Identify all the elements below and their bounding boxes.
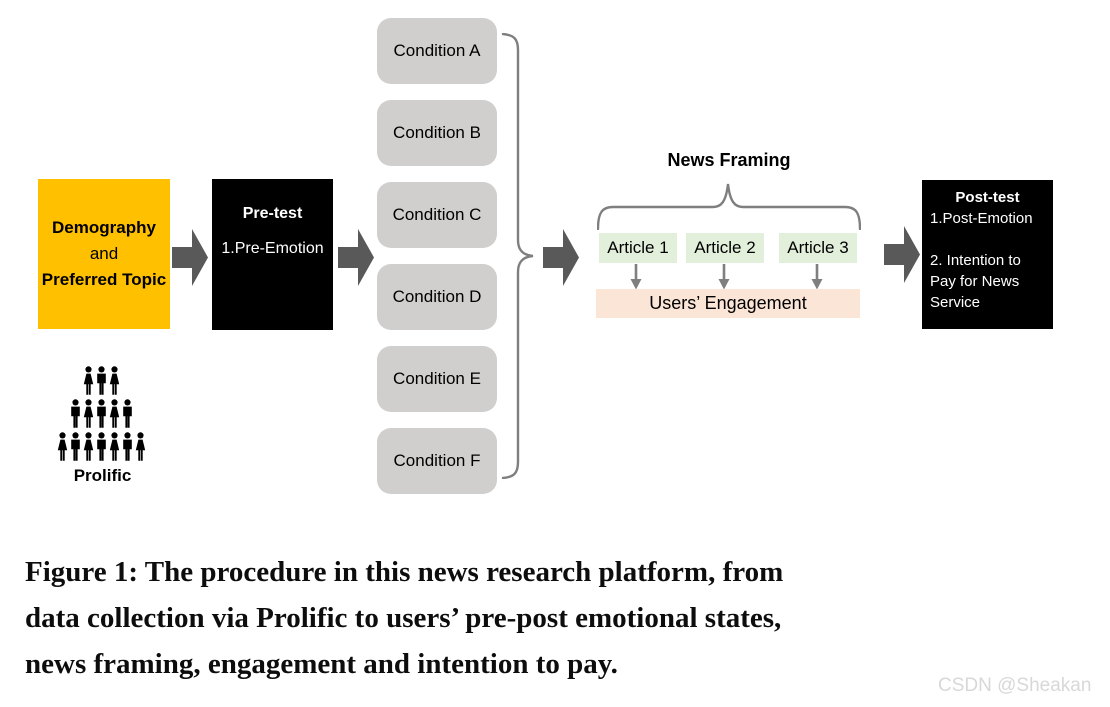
caption-line-2: data collection via Prolific to users’ p…: [25, 602, 782, 634]
article-3-label: Article 3: [787, 238, 849, 257]
users-engagement-label: Users’ Engagement: [649, 293, 807, 313]
caption-line-3: news framing, engagement and intention t…: [25, 648, 618, 680]
right-block-arrow-icon: [172, 229, 208, 286]
demography-line3: Preferred Topic: [41, 270, 167, 289]
down-line-arrow-icon: [630, 264, 642, 290]
condition-a-label: Condition A: [393, 41, 481, 60]
pretest-title: Pre-test: [242, 205, 303, 222]
condition-e-label: Condition E: [393, 369, 481, 388]
demography-line1: Demography: [52, 218, 156, 237]
figure-caption: Figure 1: The procedure in this news res…: [25, 549, 1100, 687]
csdn-watermark: CSDN @Sheakan: [938, 675, 1092, 696]
article-2-box: Article 2: [686, 233, 764, 263]
posttest-title: Post-test: [955, 189, 1020, 206]
demography-line2: and: [89, 244, 119, 263]
prolific-label: Prolific: [73, 466, 132, 485]
pretest-box: Pre-test 1.Pre-Emotion: [212, 179, 333, 330]
news-framing-brace-icon: [597, 183, 861, 230]
condition-d-box: Condition D: [377, 264, 497, 330]
pretest-item: 1.Pre-Emotion: [221, 240, 324, 257]
condition-f-label: Condition F: [393, 451, 481, 470]
right-block-arrow-icon: [884, 226, 920, 283]
condition-b-label: Condition B: [393, 123, 481, 142]
caption-line-1: Figure 1: The procedure in this news res…: [25, 556, 784, 588]
users-engagement-box: Users’ Engagement: [596, 289, 860, 318]
condition-f-box: Condition F: [377, 428, 497, 494]
condition-b-box: Condition B: [377, 100, 497, 166]
article-2-label: Article 2: [694, 238, 756, 257]
right-block-arrow-icon: [338, 229, 374, 286]
posttest-item1: 1.Post-Emotion: [930, 210, 1033, 227]
down-line-arrow-icon: [718, 264, 730, 290]
demography-box: Demography and Preferred Topic: [38, 179, 170, 329]
article-1-box: Article 1: [599, 233, 677, 263]
prolific-crowd-icon: [57, 366, 146, 461]
article-3-box: Article 3: [779, 233, 857, 263]
condition-a-box: Condition A: [377, 18, 497, 84]
posttest-item2: 2. Intention to Pay for News Service: [930, 252, 1021, 311]
news-framing-label: News Framing: [667, 150, 791, 170]
posttest-box: Post-test 1.Post-Emotion 2. Intention to…: [922, 180, 1053, 329]
condition-e-box: Condition E: [377, 346, 497, 412]
conditions-group-brace-icon: [501, 33, 534, 479]
condition-c-label: Condition C: [392, 205, 482, 224]
condition-d-label: Condition D: [392, 287, 482, 306]
down-line-arrow-icon: [811, 264, 823, 290]
article-1-label: Article 1: [607, 238, 669, 257]
condition-c-box: Condition C: [377, 182, 497, 248]
right-block-arrow-icon: [543, 229, 579, 286]
